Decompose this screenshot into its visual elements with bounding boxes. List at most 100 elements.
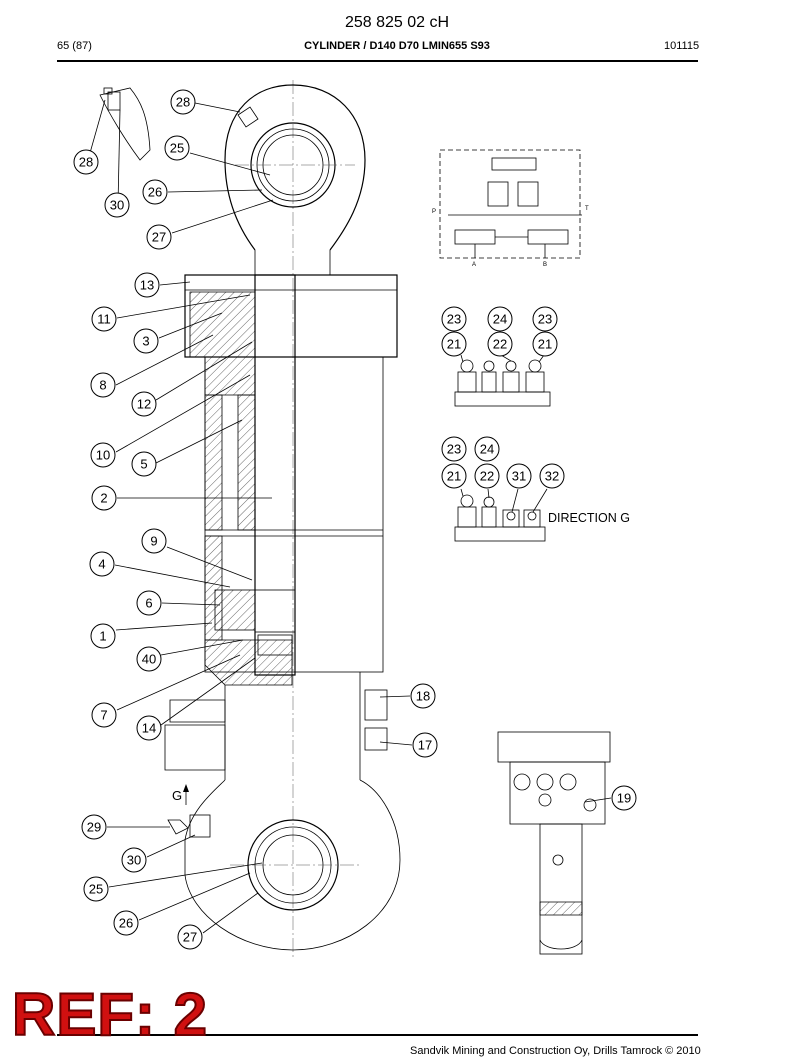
- svg-text:25: 25: [89, 882, 103, 897]
- svg-text:22: 22: [480, 469, 494, 484]
- schematic-port-b: B: [543, 262, 547, 268]
- schematic-port-p: P: [432, 209, 436, 215]
- svg-text:40: 40: [142, 652, 156, 667]
- svg-text:14: 14: [142, 721, 156, 736]
- callout-c25a: 25: [164, 135, 190, 161]
- callout-c21a: 21: [441, 331, 467, 357]
- page-number: 65 (87): [57, 40, 92, 52]
- svg-text:24: 24: [480, 442, 494, 457]
- svg-text:26: 26: [148, 185, 162, 200]
- callout-c28a: 28: [170, 89, 196, 115]
- svg-text:17: 17: [418, 738, 432, 753]
- callout-c10: 10: [90, 442, 116, 468]
- callout-c31: 31: [506, 463, 532, 489]
- callout-c17: 17: [412, 732, 438, 758]
- callout-c30b: 30: [121, 847, 147, 873]
- callout-c22b: 22: [474, 463, 500, 489]
- callout-c19: 19: [611, 785, 637, 811]
- svg-text:12: 12: [137, 397, 151, 412]
- svg-text:27: 27: [183, 930, 197, 945]
- svg-text:24: 24: [493, 312, 507, 327]
- svg-text:26: 26: [119, 916, 133, 931]
- svg-text:1: 1: [99, 629, 106, 644]
- svg-text:27: 27: [152, 230, 166, 245]
- callout-c7: 7: [91, 702, 117, 728]
- callout-c30a: 30: [104, 192, 130, 218]
- callout-c26a: 26: [142, 179, 168, 205]
- callout-c2: 2: [91, 485, 117, 511]
- callout-c21b: 21: [532, 331, 558, 357]
- svg-text:18: 18: [416, 689, 430, 704]
- svg-text:21: 21: [447, 337, 461, 352]
- footer-copyright: Sandvik Mining and Construction Oy, Dril…: [410, 1045, 701, 1057]
- callout-c14: 14: [136, 715, 162, 741]
- svg-text:13: 13: [140, 278, 154, 293]
- schematic-port-a: A: [472, 262, 476, 268]
- callout-c5: 5: [131, 451, 157, 477]
- svg-text:23: 23: [447, 312, 461, 327]
- svg-text:4: 4: [98, 557, 105, 572]
- leader-lines: [87, 99, 612, 934]
- svg-text:9: 9: [150, 534, 157, 549]
- svg-text:31: 31: [512, 469, 526, 484]
- direction-g-label: DIRECTION G: [548, 511, 630, 525]
- svg-text:28: 28: [79, 155, 93, 170]
- callout-c29: 29: [81, 814, 107, 840]
- callout-c8: 8: [90, 372, 116, 398]
- svg-text:7: 7: [100, 708, 107, 723]
- callout-c24b: 24: [474, 436, 500, 462]
- hydraulic-schematic: P T A B: [432, 149, 589, 268]
- callout-c13: 13: [134, 272, 160, 298]
- svg-text:3: 3: [142, 334, 149, 349]
- svg-text:25: 25: [170, 141, 184, 156]
- svg-text:30: 30: [127, 853, 141, 868]
- svg-text:28: 28: [176, 95, 190, 110]
- reference-stamp: REF: 2: [11, 981, 209, 1048]
- document-date-code: 101115: [664, 40, 700, 52]
- callout-c25b: 25: [83, 876, 109, 902]
- callout-c28b: 28: [73, 149, 99, 175]
- callout-c6: 6: [136, 590, 162, 616]
- callout-c23a: 23: [441, 306, 467, 332]
- valve-block-side-view: [497, 731, 611, 955]
- callout-c32: 32: [539, 463, 565, 489]
- callout-c21c: 21: [441, 463, 467, 489]
- header-rule: [57, 60, 698, 62]
- svg-text:8: 8: [99, 378, 106, 393]
- callout-c18: 18: [410, 683, 436, 709]
- callout-c23b: 23: [532, 306, 558, 332]
- footer-rule: [57, 1034, 698, 1036]
- callout-c9: 9: [141, 528, 167, 554]
- svg-text:21: 21: [538, 337, 552, 352]
- svg-text:19: 19: [617, 791, 631, 806]
- svg-text:30: 30: [110, 198, 124, 213]
- svg-text:23: 23: [538, 312, 552, 327]
- svg-text:22: 22: [493, 337, 507, 352]
- svg-text:21: 21: [447, 469, 461, 484]
- valve-block-view-2: [454, 494, 546, 542]
- document-number: 258 825 02 cH: [344, 14, 450, 31]
- document-title: CYLINDER / D140 D70 LMIN655 S93: [304, 40, 490, 52]
- cylinder-body: [164, 274, 401, 951]
- svg-text:5: 5: [140, 457, 147, 472]
- direction-g-arrow: [183, 784, 189, 805]
- svg-text:29: 29: [87, 820, 101, 835]
- callout-c27a: 27: [146, 224, 172, 250]
- callout-c11: 11: [91, 306, 117, 332]
- callout-c27b: 27: [177, 924, 203, 950]
- top-rod-eye: [224, 84, 366, 275]
- callout-c3: 3: [133, 328, 159, 354]
- svg-text:10: 10: [96, 448, 110, 463]
- svg-text:32: 32: [545, 469, 559, 484]
- callout-c22a: 22: [487, 331, 513, 357]
- callout-c24a: 24: [487, 306, 513, 332]
- schematic-port-t: T: [585, 206, 589, 212]
- callout-c40: 40: [136, 646, 162, 672]
- valve-block-view-1: [454, 359, 551, 407]
- callout-c1: 1: [90, 623, 116, 649]
- svg-text:23: 23: [447, 442, 461, 457]
- callout-c4: 4: [89, 551, 115, 577]
- direction-arrow-label: G: [172, 788, 182, 803]
- callout-c23c: 23: [441, 436, 467, 462]
